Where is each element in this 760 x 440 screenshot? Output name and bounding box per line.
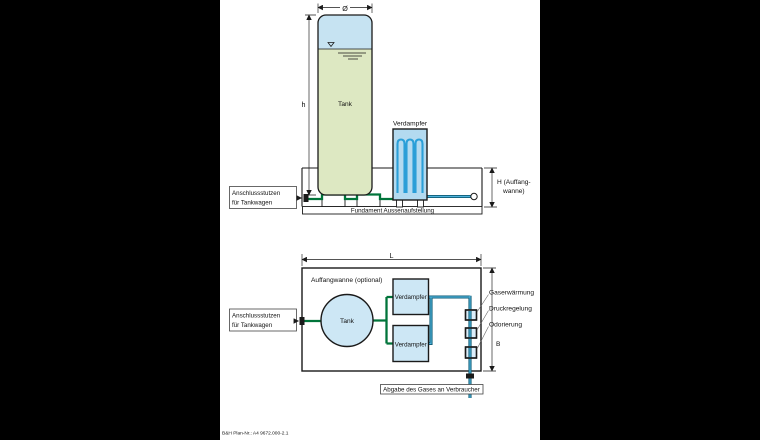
front-vaporizer: Verdampfer [392, 121, 428, 208]
connection-callout-topview-line2: für Tankwagen [232, 322, 273, 329]
foundation-label: Fundament Aussenaufstellung [351, 208, 435, 215]
topview-vaporizer-1 [392, 278, 430, 316]
topview-vaporizer-1-label: Verdampfer [395, 294, 427, 301]
component-label-gas-heating: Gaserwärmung [489, 290, 534, 297]
paper-background [220, 0, 540, 440]
connection-callout-topview-line1: Anschlussstutzen [232, 313, 281, 320]
height-label: h [302, 100, 306, 109]
component-label-pressure-regulation: Druckregelung [489, 306, 532, 313]
pan-height-label-line1: H (Auffang- [497, 179, 531, 186]
delivery-label: Abgabe des Gases an Verbraucher [383, 387, 480, 394]
pan-height-dimension: H (Auffang- wanne) [484, 167, 531, 208]
liquid-pipes-topview [302, 295, 393, 345]
plan-number: B&H Plan-Nr.: A4 9672.000-2.1 [222, 431, 289, 437]
length-dimension: L [301, 251, 482, 266]
delivery-callout-box [380, 384, 484, 395]
front-vaporizer-label: Verdampfer [393, 121, 428, 128]
tanker-valve-icon-front [303, 194, 309, 202]
diameter-dimension: Ø [317, 3, 373, 13]
gas-train-fittings [464, 309, 478, 379]
front-view: Tank Ø h Verdampfer Fu [229, 3, 531, 215]
foundation-box [302, 206, 483, 215]
component-callouts: Gaserwärmung Druckregelung Odorierung [476, 290, 534, 350]
component-label-odorization: Odorierung [489, 322, 522, 329]
front-tank-label: Tank [338, 101, 353, 108]
vaporizer-leg-left [396, 199, 403, 208]
connection-callout-front: Anschlussstutzen für Tankwagen [229, 186, 309, 209]
connection-callout-topview: Anschlussstutzen für Tankwagen [229, 308, 305, 332]
connection-callout-front-line2: für Tankwagen [232, 200, 273, 207]
width-label: B [496, 341, 501, 348]
topview-tank-label: Tank [340, 318, 355, 325]
length-label: L [390, 251, 394, 260]
width-dimension: B [483, 267, 501, 372]
delivery-callout: Abgabe des Gases an Verbraucher [380, 384, 484, 395]
tank-saddle-left [321, 194, 346, 207]
front-vaporizer-coils [396, 138, 424, 193]
connection-callout-front-line1: Anschlussstutzen [232, 190, 281, 197]
topview-pan-label: Auffangwanne (optional) [311, 277, 382, 284]
top-view: Auffangwanne (optional) L Tank Verdampfe… [229, 251, 534, 398]
vaporizer-leg-right [417, 199, 424, 208]
tank-saddle-right [356, 194, 381, 207]
liquid-pipe-front [308, 193, 399, 201]
connection-callout-front-box [229, 186, 297, 209]
pan-height-label-line2: wanne) [502, 188, 525, 195]
diameter-label: Ø [342, 4, 348, 13]
diameter-label-bg [340, 3, 350, 12]
pipe-end-connector [470, 192, 478, 201]
front-tank: Tank [317, 14, 373, 196]
front-tank-liquid [318, 49, 372, 195]
tanker-valve-icon-topview [299, 317, 305, 325]
length-label-bg [387, 251, 396, 259]
liquid-level-icon [327, 42, 335, 48]
outlet-valve-icon [466, 373, 474, 379]
topview-vaporizer-2 [392, 324, 430, 363]
topview-tank [320, 293, 374, 348]
front-tank-gas-phase [318, 15, 372, 49]
topview-vaporizer-2-label: Verdampfer [395, 342, 427, 349]
